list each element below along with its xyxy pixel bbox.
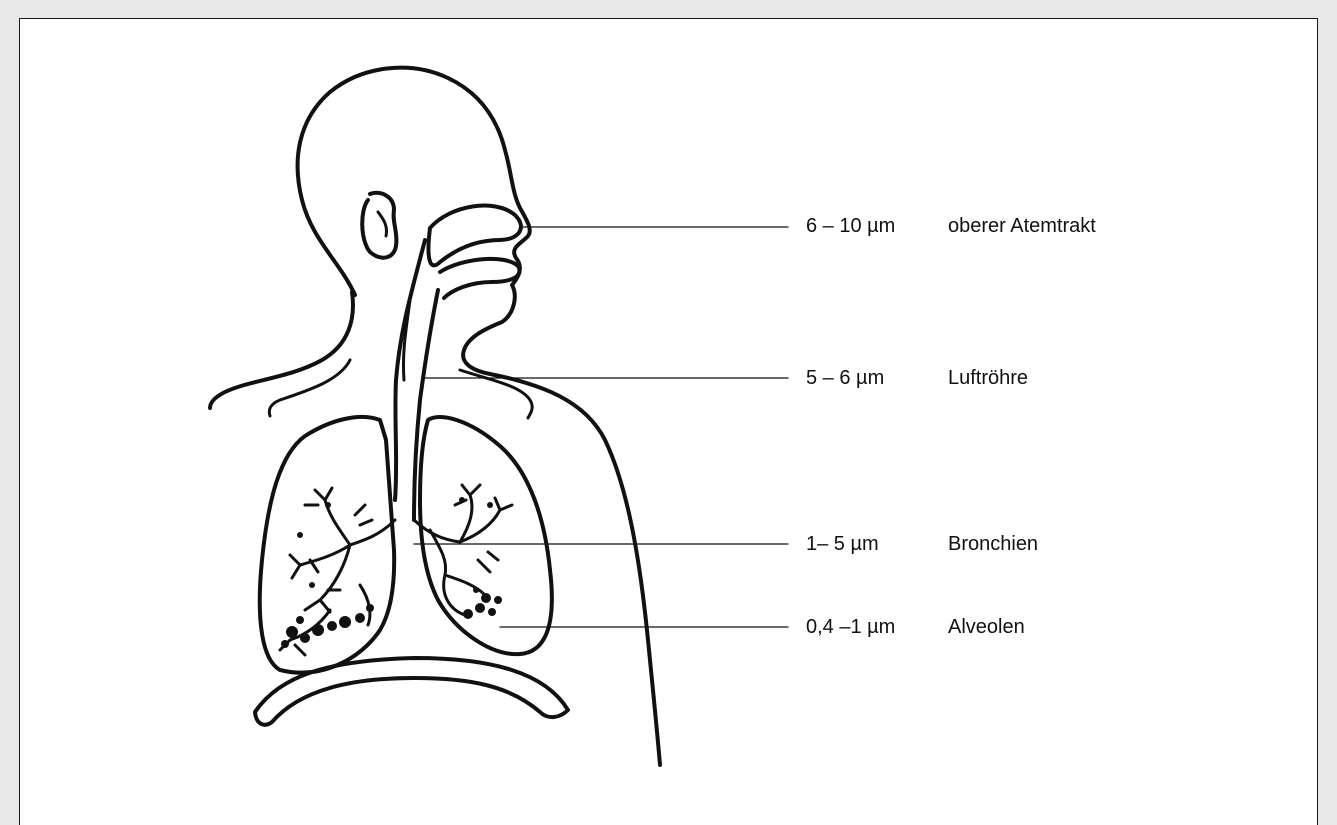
region-name: oberer Atemtrakt	[948, 214, 1096, 238]
region-name: Bronchien	[948, 532, 1038, 556]
particle-size: 0,4 –1 µm	[806, 615, 895, 639]
lung-right	[260, 417, 394, 673]
region-name: Luftröhre	[948, 366, 1028, 390]
oral-cavity	[440, 259, 520, 298]
ear-outline	[362, 193, 396, 258]
shoulder-left-outline	[210, 292, 353, 408]
particle-size: 1– 5 µm	[806, 532, 879, 556]
ear-inner	[378, 212, 387, 236]
trachea-right-wall	[414, 290, 438, 520]
nasal-cavity	[428, 206, 520, 266]
bronchial-tree-left	[414, 485, 512, 615]
particle-size: 6 – 10 µm	[806, 214, 895, 238]
particle-size: 5 – 6 µm	[806, 366, 884, 390]
neck-curve-left	[269, 360, 350, 416]
diaphragm	[255, 658, 568, 725]
region-name: Alveolen	[948, 615, 1025, 639]
